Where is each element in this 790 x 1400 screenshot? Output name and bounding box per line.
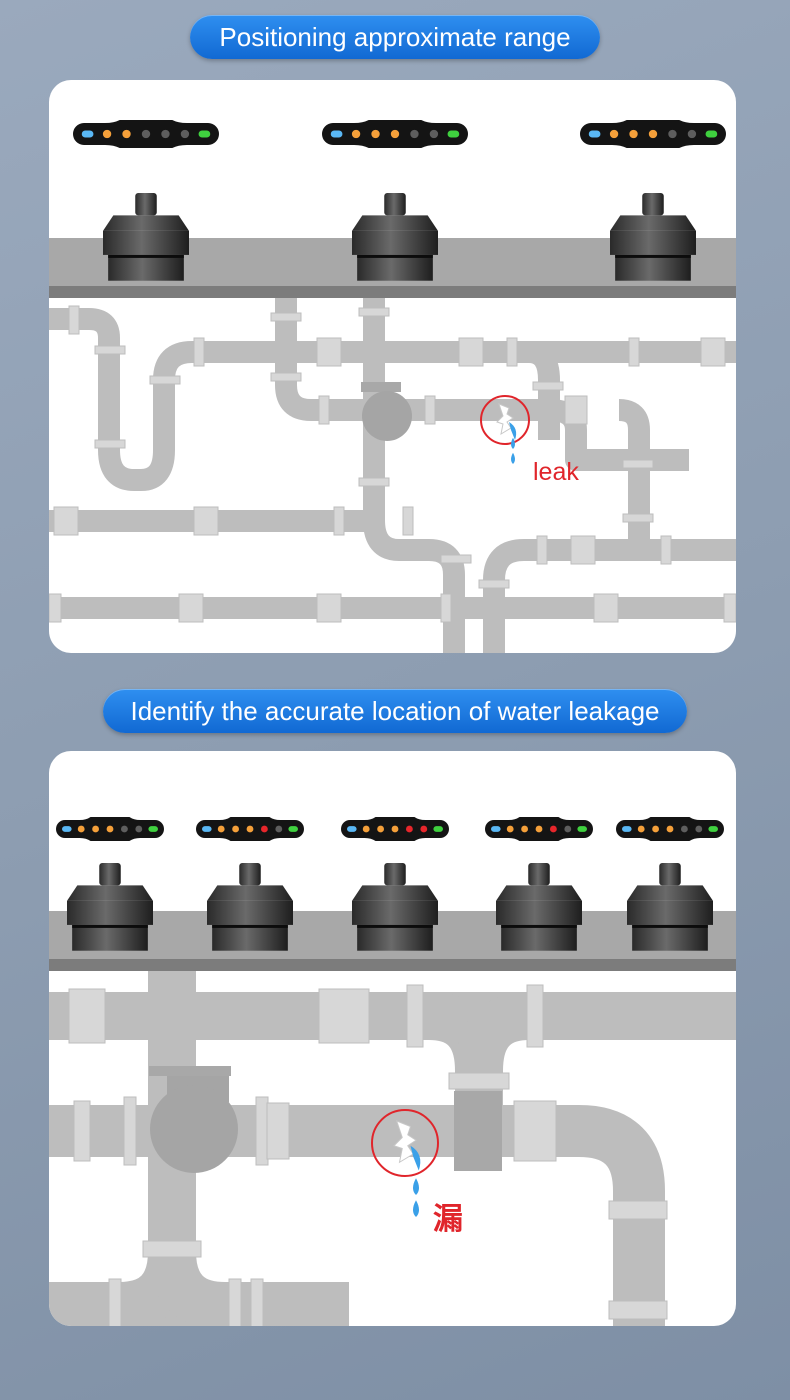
indicator-led <box>288 826 298 832</box>
section-1-heading: Positioning approximate range <box>190 15 600 59</box>
indicator-led <box>564 825 572 833</box>
indicator-led <box>433 826 443 832</box>
indicator-led <box>577 826 587 832</box>
indicator-led <box>135 825 143 833</box>
indicator-led <box>622 826 632 832</box>
indicator-led <box>652 825 660 833</box>
pipe-network-diagram-1: leak <box>49 120 736 653</box>
indicator-led <box>680 825 688 833</box>
indicator-bar-icon <box>73 120 219 148</box>
indicator-led <box>609 129 619 139</box>
leak-label: 漏 <box>433 1202 463 1237</box>
indicator-led <box>198 130 211 138</box>
indicator-led <box>362 825 370 833</box>
indicator-bar-icon <box>196 817 304 841</box>
leak-circle <box>371 1109 439 1177</box>
indicator-led <box>420 825 428 833</box>
indicator-led <box>161 129 170 139</box>
approximate-range-diagram: leak <box>49 80 736 653</box>
indicator-led <box>410 129 419 139</box>
leak-label: leak <box>533 458 579 486</box>
detectors-row <box>73 120 726 281</box>
detector-icon <box>67 863 153 951</box>
indicator-led <box>232 825 240 833</box>
leak-circle <box>480 395 530 445</box>
detector-icon <box>627 863 713 951</box>
detector-icon <box>207 863 293 951</box>
indicator-bar-icon <box>580 120 726 148</box>
indicator-led <box>122 129 131 139</box>
indicator-led <box>106 825 114 833</box>
indicator-led <box>180 129 190 139</box>
indicator-led <box>447 130 460 138</box>
indicator-led <box>330 130 343 138</box>
indicator-led <box>62 826 72 832</box>
leak-marker <box>480 395 530 464</box>
indicator-led <box>390 129 400 139</box>
accurate-location-diagram: 漏 <box>49 751 736 1326</box>
indicator-led <box>629 129 638 139</box>
indicator-led <box>92 825 100 833</box>
indicator-bar-icon <box>485 817 593 841</box>
indicator-led <box>429 129 439 139</box>
indicator-led <box>351 129 361 139</box>
indicator-led <box>521 825 529 833</box>
water-drop-icon <box>413 1200 419 1217</box>
indicator-led <box>148 826 158 832</box>
indicator-led <box>202 826 212 832</box>
indicator-led <box>371 129 380 139</box>
indicator-led <box>141 129 151 139</box>
pipe-couplings <box>49 305 736 623</box>
indicator-led <box>705 130 718 138</box>
indicator-led <box>588 130 601 138</box>
indicator-led <box>120 825 128 833</box>
section-2-heading: Identify the accurate location of water … <box>103 689 687 733</box>
pipe-network <box>49 969 736 1326</box>
water-drop-icon <box>511 437 515 449</box>
indicator-led <box>506 825 514 833</box>
water-drop-icon <box>413 1178 419 1195</box>
valve-icon <box>149 1066 238 1173</box>
indicator-led <box>637 825 645 833</box>
indicator-led <box>377 825 385 833</box>
indicator-led <box>708 826 718 832</box>
indicator-led <box>246 825 254 833</box>
detector-icon <box>352 193 438 281</box>
indicator-led <box>347 826 357 832</box>
indicator-led <box>491 826 501 832</box>
water-drop-icon <box>511 452 515 464</box>
indicator-led <box>81 130 94 138</box>
indicator-led <box>648 129 658 139</box>
indicator-bar-icon <box>322 120 468 148</box>
indicator-led <box>695 825 703 833</box>
pipe-network-diagram-2: 漏 <box>49 817 736 1326</box>
indicator-led <box>102 129 112 139</box>
indicator-led <box>275 825 283 833</box>
tee-joint <box>454 1091 502 1171</box>
indicator-bar-icon <box>616 817 724 841</box>
indicator-led <box>405 825 413 833</box>
indicator-led <box>260 825 268 833</box>
indicator-led <box>77 825 85 833</box>
pipe-couplings <box>68 984 668 1326</box>
indicator-bar-icon <box>341 817 449 841</box>
detector-icon <box>496 863 582 951</box>
indicator-led <box>535 825 543 833</box>
leak-marker <box>371 1109 439 1217</box>
indicator-led <box>549 825 557 833</box>
indicator-bar-icon <box>56 817 164 841</box>
detectors-row <box>56 817 724 951</box>
indicator-led <box>668 129 677 139</box>
valve-icon <box>361 382 412 441</box>
detector-icon <box>352 863 438 951</box>
indicator-led <box>666 825 674 833</box>
pipe-network <box>49 298 736 653</box>
indicator-led <box>391 825 399 833</box>
detector-icon <box>103 193 189 281</box>
indicator-led <box>217 825 225 833</box>
indicator-led <box>687 129 697 139</box>
detector-icon <box>610 193 696 281</box>
